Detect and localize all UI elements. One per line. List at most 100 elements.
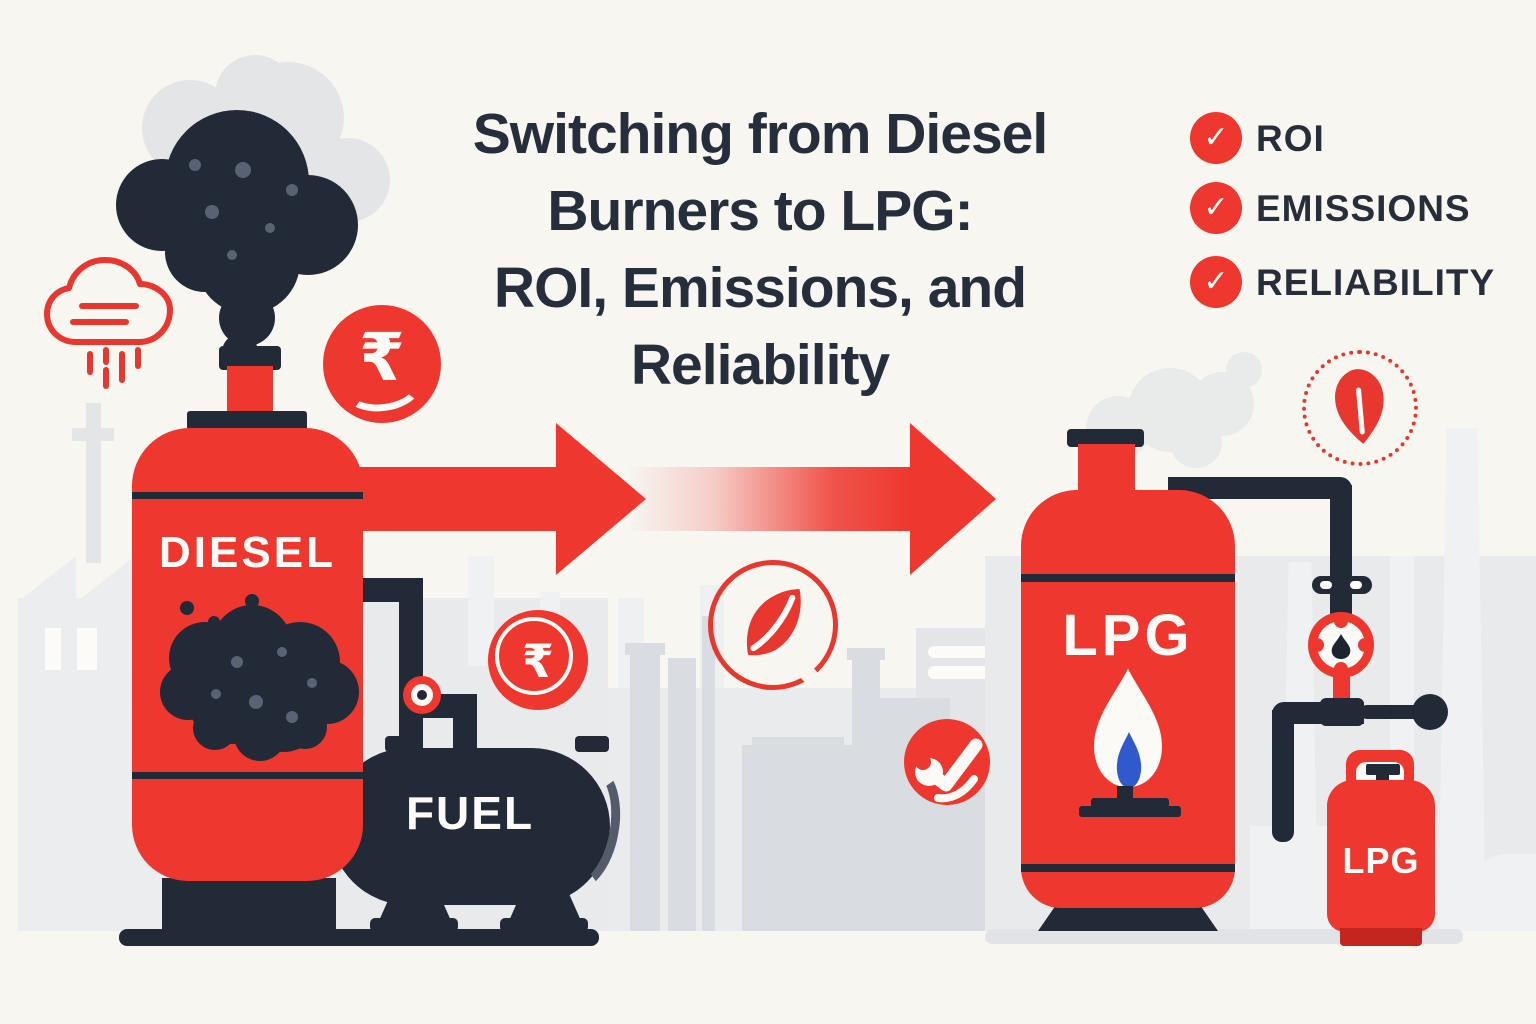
cylinder-valve <box>1366 764 1400 775</box>
tower-window-bar <box>928 666 1002 679</box>
skyline-pole <box>702 616 715 931</box>
base-plate <box>119 929 599 946</box>
soot-particle <box>249 695 263 709</box>
lpg-tank: LPG <box>1021 490 1235 908</box>
burner-stem <box>1117 786 1133 800</box>
soot-dot <box>208 616 220 628</box>
steam-cloud <box>1170 416 1222 468</box>
lpg-tank-base <box>1038 905 1218 931</box>
fuel-tank-label: FUEL <box>405 787 535 839</box>
flange-slot <box>1350 581 1362 589</box>
diesel-chimney <box>227 366 273 416</box>
flange-slot <box>1320 581 1332 589</box>
soot-particle <box>307 678 317 688</box>
diesel-tank-pedestal <box>162 878 336 934</box>
soot-dot <box>180 601 194 615</box>
transition-arrow2-shaft <box>628 467 912 531</box>
rupee-coin-icon: ₹ <box>323 305 441 423</box>
diesel-tank-band <box>132 492 363 499</box>
checklist-item-emissions: EMISSIONS <box>1256 188 1471 229</box>
coin-inner-ring <box>495 617 573 695</box>
steam-cloud <box>1226 352 1262 388</box>
lpg-pipe-down <box>1330 485 1352 620</box>
gauge-petal <box>1334 662 1348 676</box>
soot-particle <box>286 711 298 723</box>
light-hill <box>1468 854 1536 931</box>
smoke-particle <box>235 162 251 178</box>
smoke-particle <box>205 205 219 219</box>
smoke-particle <box>189 159 201 171</box>
leaf-dotted-circle-icon <box>1302 350 1418 466</box>
leaf-ring <box>708 560 838 690</box>
transition-arrow2-head <box>910 423 996 575</box>
leaf-circle-icon <box>708 560 838 690</box>
diesel-tank-collar <box>187 411 307 430</box>
rupee-coin-small-icon: ₹ <box>488 610 588 710</box>
rupee-glyph: ₹ <box>521 634 554 688</box>
cylinder-foot-ring <box>1340 928 1422 946</box>
fuel-tank-foot <box>370 918 458 932</box>
title-line-1: Switching from Diesel <box>472 102 1048 166</box>
lpg-tank-band <box>1021 574 1235 582</box>
check-circle-icon: ✓ <box>1190 256 1242 308</box>
soot-dot <box>245 594 259 608</box>
lpg-pipe-bottom <box>1272 702 1364 724</box>
checklist-item-roi: ROI <box>1256 118 1325 159</box>
valve-knob <box>1412 694 1448 730</box>
check-circle-icon: ✓ <box>1190 182 1242 234</box>
title-line-3: ROI, Emissions, and <box>493 256 1027 320</box>
lpg-tank-label: LPG <box>1062 603 1194 668</box>
checklist-item-reliability: RELIABILITY <box>1256 262 1496 303</box>
fuel-pipe-drop <box>453 694 477 752</box>
lpg-neck-cap <box>1067 429 1144 447</box>
gauge-stem <box>1333 676 1350 704</box>
soot-particle <box>211 689 221 699</box>
check-circle-icon: ✓ <box>1190 112 1242 164</box>
burner-base <box>1079 806 1181 817</box>
tower-window-bar <box>928 646 1002 658</box>
gauge-petal <box>1310 638 1324 652</box>
valve-rod <box>1360 705 1422 719</box>
rupee-glyph: ₹ <box>359 319 405 396</box>
lpg-cylinder: LPG <box>1327 780 1435 932</box>
lpg-tank-band <box>1021 864 1235 872</box>
skyline-building <box>742 745 854 931</box>
emission-cloud-icon <box>44 257 173 389</box>
fuel-tank-mount <box>575 736 609 752</box>
factory-window <box>77 628 97 670</box>
factory-sawtooth-roof <box>20 556 76 600</box>
fuel-tank-foot <box>500 918 588 932</box>
lpg-pipe-bottom-drop <box>1272 710 1294 842</box>
factory-window <box>45 628 61 670</box>
burner-plate <box>1091 798 1169 808</box>
check-glyph: ✓ <box>1203 265 1229 298</box>
wrench-check-glyph <box>915 738 983 803</box>
background-pole <box>86 403 101 563</box>
diesel-tank-band <box>132 772 363 779</box>
check-glyph: ✓ <box>1203 121 1229 154</box>
diesel-tank: DIESEL <box>132 428 363 881</box>
skyline-building-roof <box>752 737 844 747</box>
wrench-check-circle-icon <box>904 719 990 805</box>
smoke-particle <box>286 184 298 196</box>
gauge-needle-drop <box>1331 633 1351 660</box>
check-glyph: ✓ <box>1203 191 1229 224</box>
background-pole-crossbar <box>72 428 114 441</box>
soot-blob <box>193 706 237 750</box>
soot-particle <box>277 647 287 657</box>
skyline-chimney <box>630 645 660 931</box>
transition-arrow-shaft <box>352 467 558 531</box>
soot-particle <box>231 656 243 668</box>
skyline-chimney <box>852 650 880 931</box>
lpg-pipe-top <box>1168 477 1352 499</box>
skyline-chimney <box>668 658 696 931</box>
smoke-particle <box>265 223 275 233</box>
fuel-pipe-vertical <box>399 578 423 750</box>
lpg-cylinder-label: LPG <box>1342 840 1420 881</box>
title-line-2: Burners to LPG: <box>547 179 973 243</box>
gauge-petal <box>1358 638 1372 652</box>
fuel-gauge-center <box>417 690 427 700</box>
fuel-tank: FUEL <box>330 748 630 905</box>
soot-blob <box>234 709 286 761</box>
